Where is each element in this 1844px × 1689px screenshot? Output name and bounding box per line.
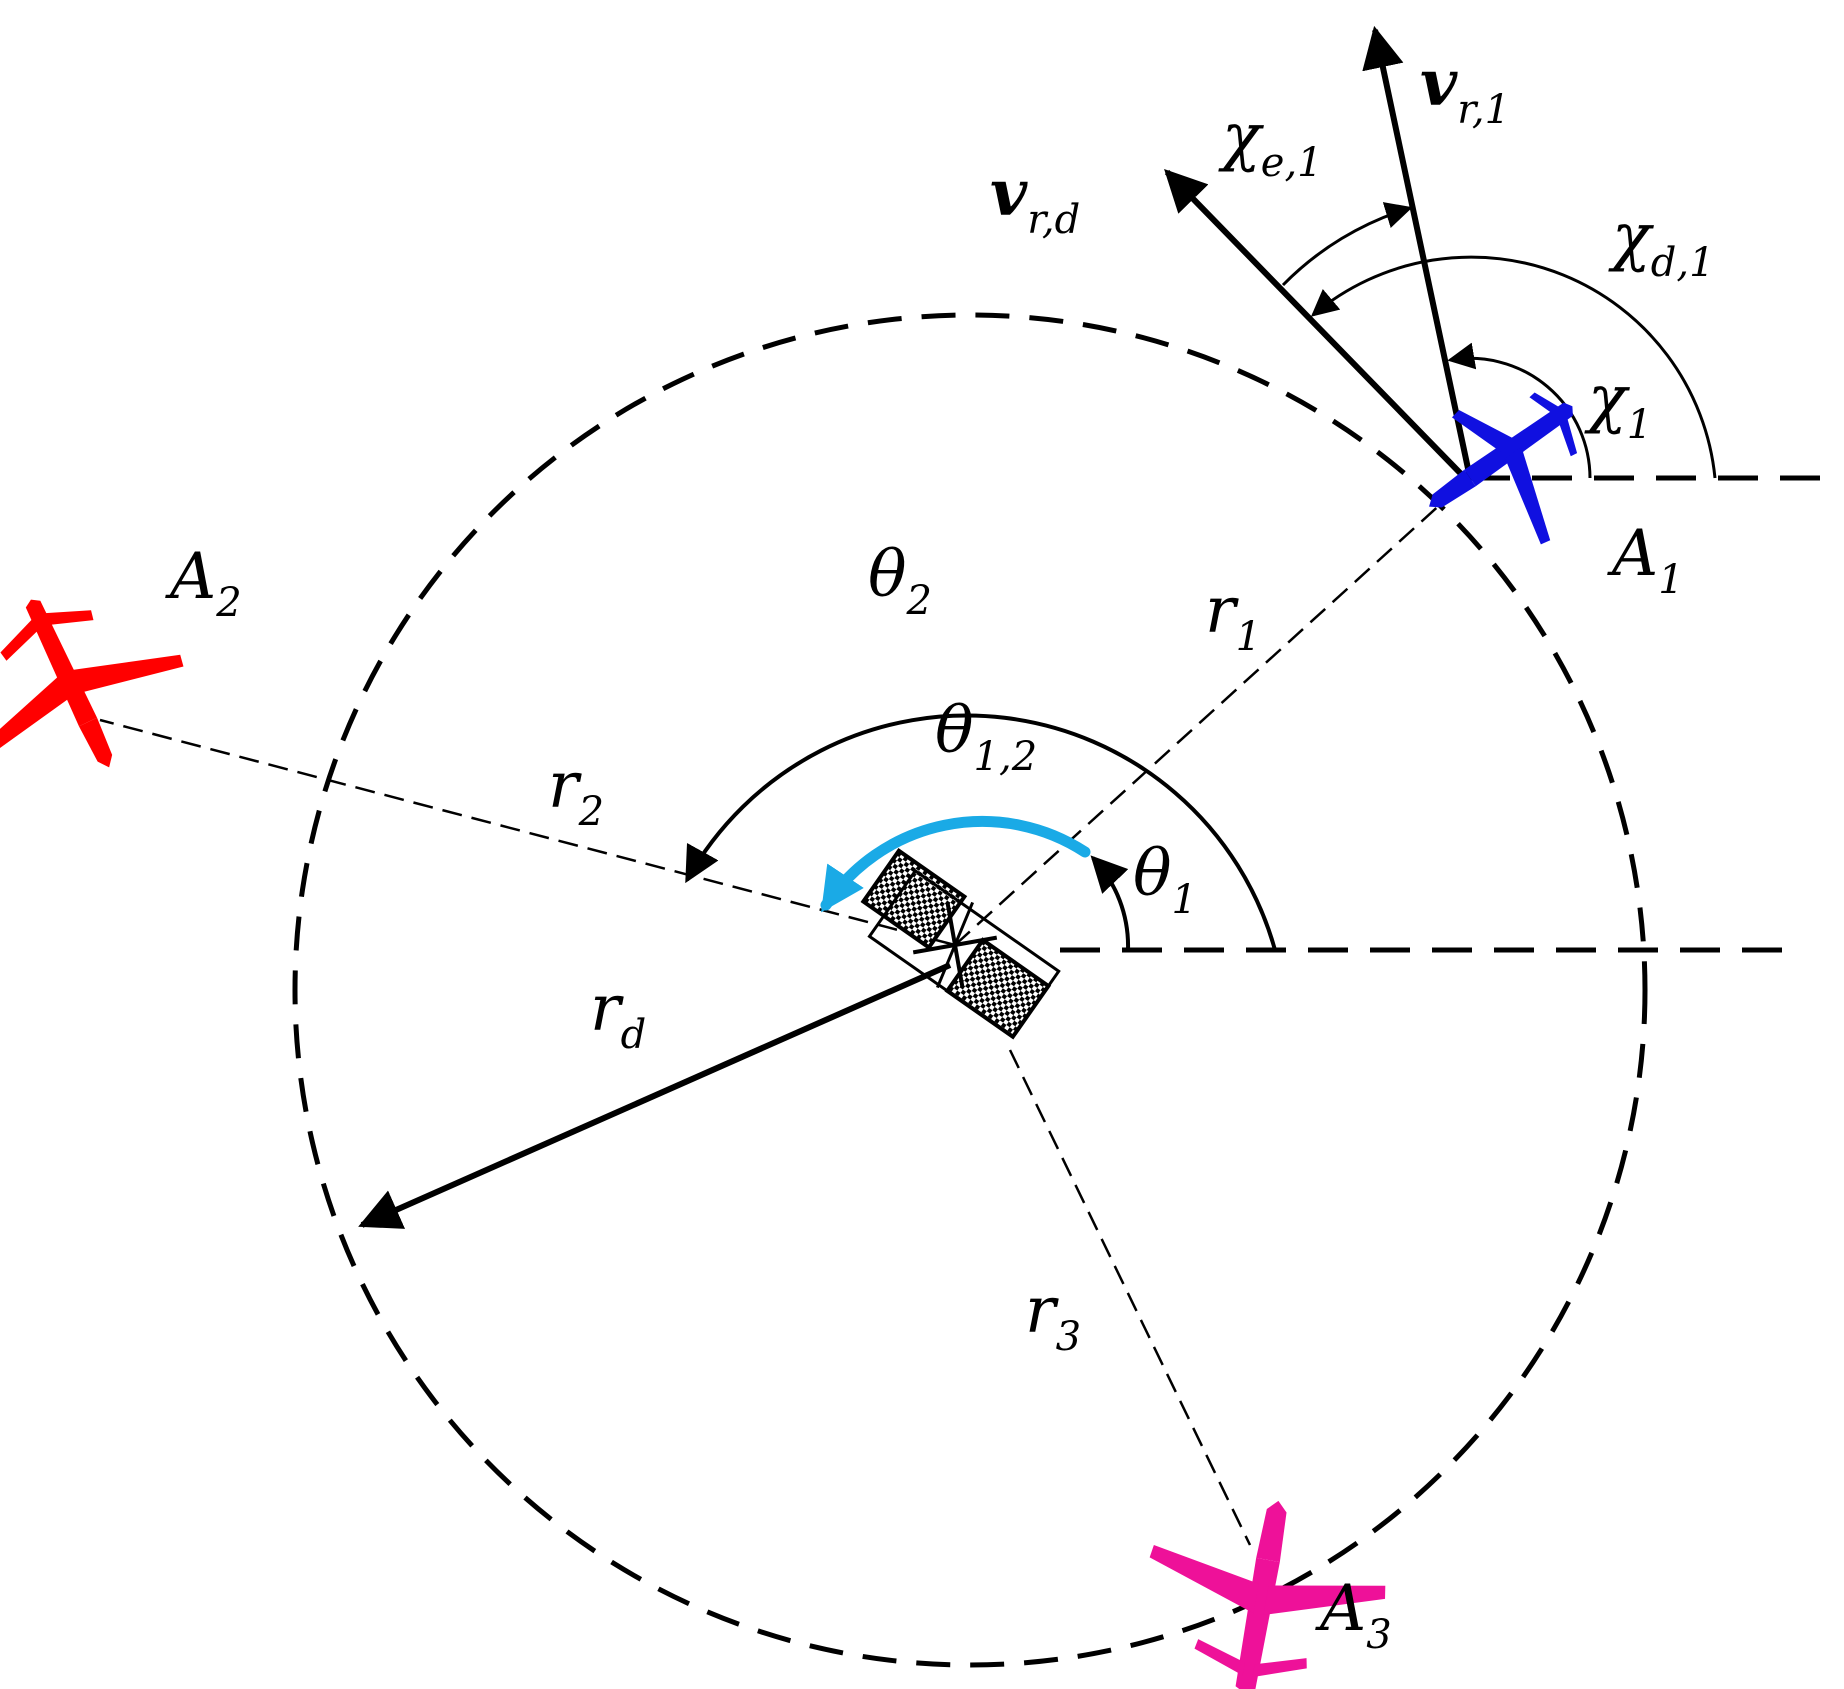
label-chie1: χe,1 — [1218, 100, 1323, 186]
label-theta12: θ1,2 — [935, 694, 1037, 780]
label-rd: rd — [590, 972, 646, 1058]
target-object — [860, 847, 1061, 1040]
chie1-arc — [1281, 202, 1413, 287]
aircraft-a3 — [1149, 1500, 1386, 1689]
aircraft-a1 — [1429, 392, 1578, 545]
label-vrd: vr,d — [990, 156, 1080, 243]
label-chi1: χ1 — [1584, 362, 1652, 448]
chi1-arc — [1447, 342, 1592, 479]
label-a3: A3 — [1315, 1572, 1392, 1658]
label-chid1: χd,1 — [1608, 200, 1715, 286]
rd-arrow — [358, 962, 952, 1229]
desired-radius-circle — [292, 312, 1648, 1668]
theta1-arc — [1090, 855, 1131, 951]
range-line-r2 — [99, 718, 956, 947]
label-a1: A1 — [1607, 517, 1684, 603]
vr1-vector — [1362, 25, 1473, 479]
label-theta1: θ1 — [1133, 837, 1197, 923]
label-r2: r2 — [548, 749, 604, 835]
theta12-arc — [820, 816, 1091, 913]
label-theta2: θ2 — [868, 538, 932, 624]
theta2-arc — [685, 713, 1277, 951]
label-r1: r1 — [1205, 574, 1261, 660]
range-line-r3 — [1008, 1049, 1252, 1546]
aircraft-a2 — [0, 599, 184, 768]
label-vr1: vr,1 — [1420, 46, 1510, 133]
label-a2: A2 — [165, 540, 242, 626]
range-line-r1 — [954, 481, 1466, 946]
label-r3: r3 — [1025, 1274, 1081, 1360]
chid1-arc — [1310, 255, 1717, 479]
vrd-vector — [1164, 168, 1468, 481]
